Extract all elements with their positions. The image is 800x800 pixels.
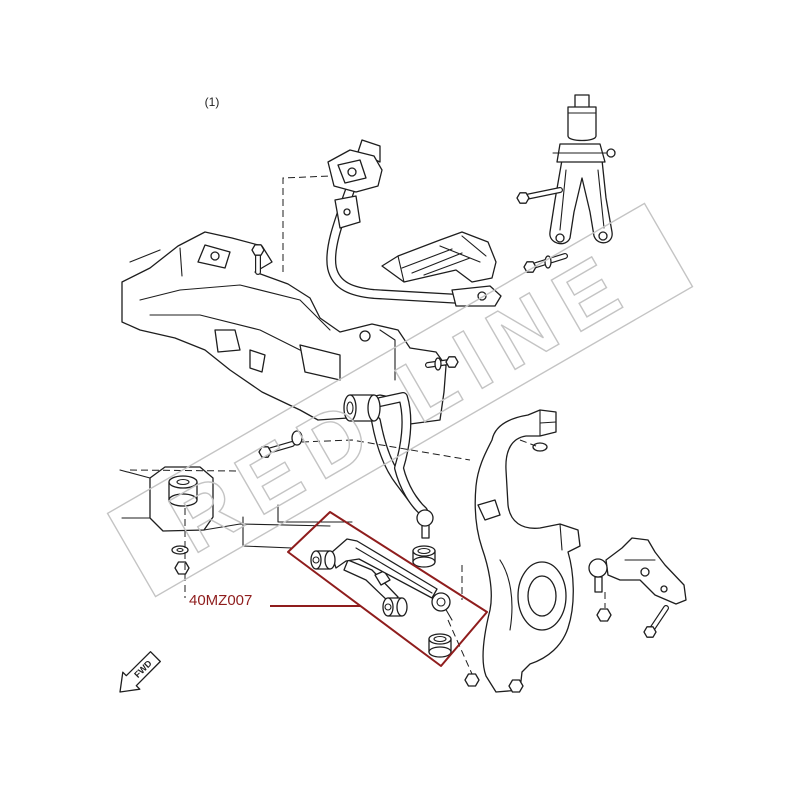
- link-rear-bushing-hole: [384, 603, 392, 611]
- link-rear-bushing-end: [396, 597, 408, 617]
- reference-marker: (1): [205, 95, 220, 109]
- stabilizer-end-bracket: [451, 285, 502, 307]
- link-branch-block: [374, 570, 391, 586]
- subframe-tower-edge: [379, 329, 396, 381]
- link-rear-bushing-face: [382, 597, 394, 617]
- strut-fork-ribs: [559, 169, 605, 231]
- strut-fork: [549, 159, 613, 245]
- bolt-head: [516, 192, 530, 204]
- fwd-arrow-shape: [119, 651, 161, 693]
- subframe: [121, 231, 447, 425]
- link-front-bushing-hole: [312, 556, 320, 564]
- solid-leader: [277, 504, 353, 523]
- dust-boot-opening: [433, 635, 447, 643]
- link-ball-joint-center: [436, 597, 446, 607]
- subframe-box-small: [249, 349, 266, 373]
- dashed-leader: [129, 469, 237, 472]
- bolt-shaft-fill: [524, 188, 562, 199]
- strut-rod: [574, 94, 590, 109]
- bolt-head: [523, 261, 537, 273]
- washer: [171, 545, 189, 555]
- bolt-head: [258, 446, 272, 458]
- steering-knuckle: [474, 409, 581, 693]
- subframe-hole: [359, 330, 371, 342]
- washer-hole: [176, 547, 184, 553]
- link-front-bushing-face: [310, 550, 322, 570]
- stabilizer-plate-ribs: [397, 235, 487, 283]
- bolt-head: [643, 626, 657, 638]
- subframe-outline: [121, 231, 447, 425]
- knuckle-hub-bore: [527, 575, 557, 617]
- mount-rail-line: [119, 469, 331, 531]
- dust-boot-bottom: [412, 556, 436, 568]
- mount-bushing-top: [168, 475, 198, 489]
- link-ball-joint: [431, 592, 451, 612]
- arm-bushing-end: [367, 394, 381, 422]
- strut-fork-hole: [598, 231, 608, 241]
- knuckle-ridge: [499, 523, 563, 631]
- bolt-shaft-fill: [650, 606, 668, 631]
- nut: [464, 673, 480, 687]
- arm-bushing-face: [343, 394, 357, 422]
- ball-joint-bracket: [588, 537, 687, 605]
- watermark-band: [106, 202, 694, 598]
- strut-body: [567, 106, 597, 142]
- bracket-hole: [660, 585, 668, 593]
- dashed-leader: [519, 439, 537, 447]
- link-front-bushing-end: [324, 550, 336, 570]
- nut: [508, 679, 524, 693]
- fasteners: [171, 187, 669, 693]
- dust-boot-bottom: [428, 646, 452, 658]
- leader-lines: [129, 175, 606, 675]
- link-main-arm: [330, 538, 438, 599]
- dashed-leader: [447, 619, 473, 675]
- subframe-box-mid: [214, 329, 241, 353]
- stabilizer-bar-assembly: [326, 139, 502, 307]
- stabilizer-mount-plate: [381, 231, 497, 283]
- lower-arm-installed: [343, 392, 434, 539]
- dashed-leader: [301, 439, 471, 461]
- dust-boot-top: [412, 545, 436, 557]
- washer: [532, 442, 548, 452]
- arm-ball-joint: [416, 509, 434, 527]
- bolt-head: [445, 356, 459, 368]
- bracket-ball-stud: [594, 576, 603, 593]
- subframe-flange: [129, 247, 183, 277]
- stabilizer-clamp-hole: [343, 208, 351, 216]
- dust-boot-top: [428, 633, 452, 645]
- arm-bushing-hole: [346, 401, 354, 415]
- nut: [596, 608, 612, 622]
- knuckle-body: [474, 409, 581, 693]
- nut: [174, 561, 190, 575]
- link-arm-rib: [355, 547, 433, 594]
- arm-front-link-fill: [376, 393, 427, 515]
- dashed-leader: [282, 175, 331, 272]
- bolt-shaft-fill: [266, 442, 294, 453]
- mount-bushing-bottom: [168, 493, 198, 507]
- fwd-arrow-icon: FWD: [119, 651, 161, 693]
- strut-clamp-bolt-head: [606, 148, 616, 158]
- stabilizer-bracket-hole: [347, 167, 357, 177]
- bolt-head: [251, 244, 265, 256]
- part-highlight-frame: [287, 511, 488, 667]
- bracket-ball-joint: [588, 558, 608, 578]
- knuckle-boss: [539, 409, 557, 437]
- bracket-hole: [640, 567, 650, 577]
- knuckle-tab: [477, 499, 501, 521]
- lower-link-part: [310, 538, 453, 658]
- strut-assembly: [549, 94, 616, 245]
- dust-boot-opening: [417, 547, 431, 555]
- washer: [434, 357, 442, 371]
- subframe-rear-mount: [119, 466, 331, 532]
- part-number-label: 40MZ007: [189, 592, 252, 609]
- subframe-hole: [210, 251, 220, 261]
- strut-fork-hole: [555, 233, 565, 243]
- washer: [291, 430, 303, 446]
- mount-bushing-hole: [176, 478, 190, 486]
- subframe-ridge-upper: [139, 284, 331, 331]
